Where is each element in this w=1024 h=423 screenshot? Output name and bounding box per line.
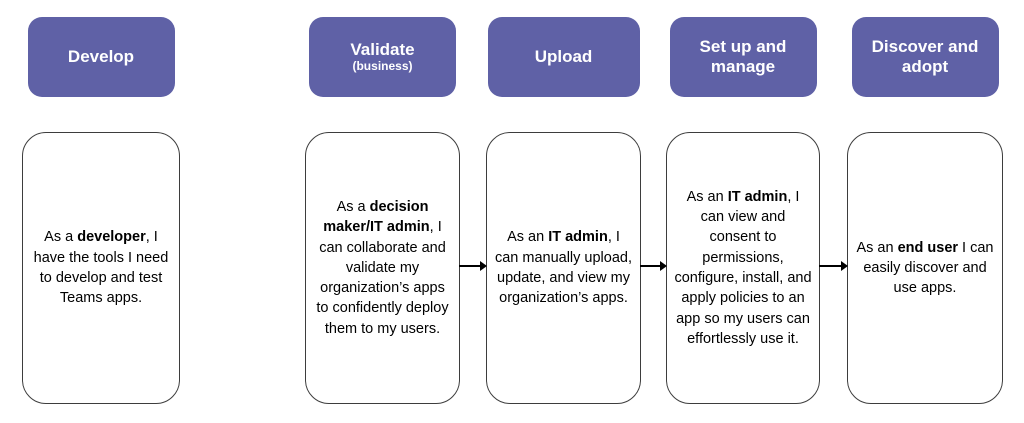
stage-card-develop: As a developer, I have the tools I need … [22, 132, 180, 404]
flow-arrow-upload-to-set-up [640, 260, 667, 272]
stage-card-text: As a decision maker/IT admin, I can coll… [316, 198, 449, 337]
arrow-shaft [819, 265, 843, 267]
stage-card-upload: As an IT admin, I can manually upload, u… [486, 132, 641, 404]
column-discover-and-adopt: Discover and adopt As an end user I can … [847, 0, 1003, 404]
stage-header-discover-and-adopt: Discover and adopt [851, 17, 999, 97]
stage-header-develop: Develop [27, 17, 175, 97]
stage-title: Validate [350, 40, 415, 60]
stage-header-set-up-and-manage: Set up and manage [669, 17, 817, 97]
stage-title: Discover and adopt [871, 36, 979, 76]
flow-arrow-validate-to-upload [459, 260, 487, 272]
stage-card-validate: As a decision maker/IT admin, I can coll… [305, 132, 460, 404]
stage-title: Set up and manage [699, 36, 787, 76]
column-validate: Validate (business) As a decision maker/… [305, 0, 460, 404]
arrow-head-icon [841, 261, 848, 271]
stage-subtitle: (business) [352, 59, 413, 74]
stage-card-text: As a developer, I have the tools I need … [33, 229, 169, 307]
stage-card-discover-and-adopt: As an end user I can easily discover and… [847, 132, 1003, 404]
stage-header-validate: Validate (business) [309, 17, 456, 97]
arrow-head-icon [480, 261, 487, 271]
stage-title: Upload [534, 46, 593, 66]
column-upload: Upload As an IT admin, I can manually up… [486, 0, 641, 404]
stage-card-set-up-and-manage: As an IT admin, I can view and consent t… [666, 132, 820, 404]
arrow-shaft [459, 265, 482, 267]
stage-card-text: As an IT admin, I can manually upload, u… [494, 229, 633, 307]
column-set-up-and-manage: Set up and manage As an IT admin, I can … [666, 0, 820, 404]
column-develop: Develop As a developer, I have the tools… [22, 0, 180, 404]
stage-title: Develop [67, 46, 135, 66]
flow-arrow-set-up-to-discover [819, 260, 848, 272]
stage-card-text: As an end user I can easily discover and… [856, 239, 994, 297]
arrow-head-icon [660, 261, 667, 271]
arrow-shaft [640, 265, 662, 267]
stage-header-upload: Upload [487, 17, 640, 97]
stage-card-text: As an IT admin, I can view and consent t… [674, 188, 812, 347]
